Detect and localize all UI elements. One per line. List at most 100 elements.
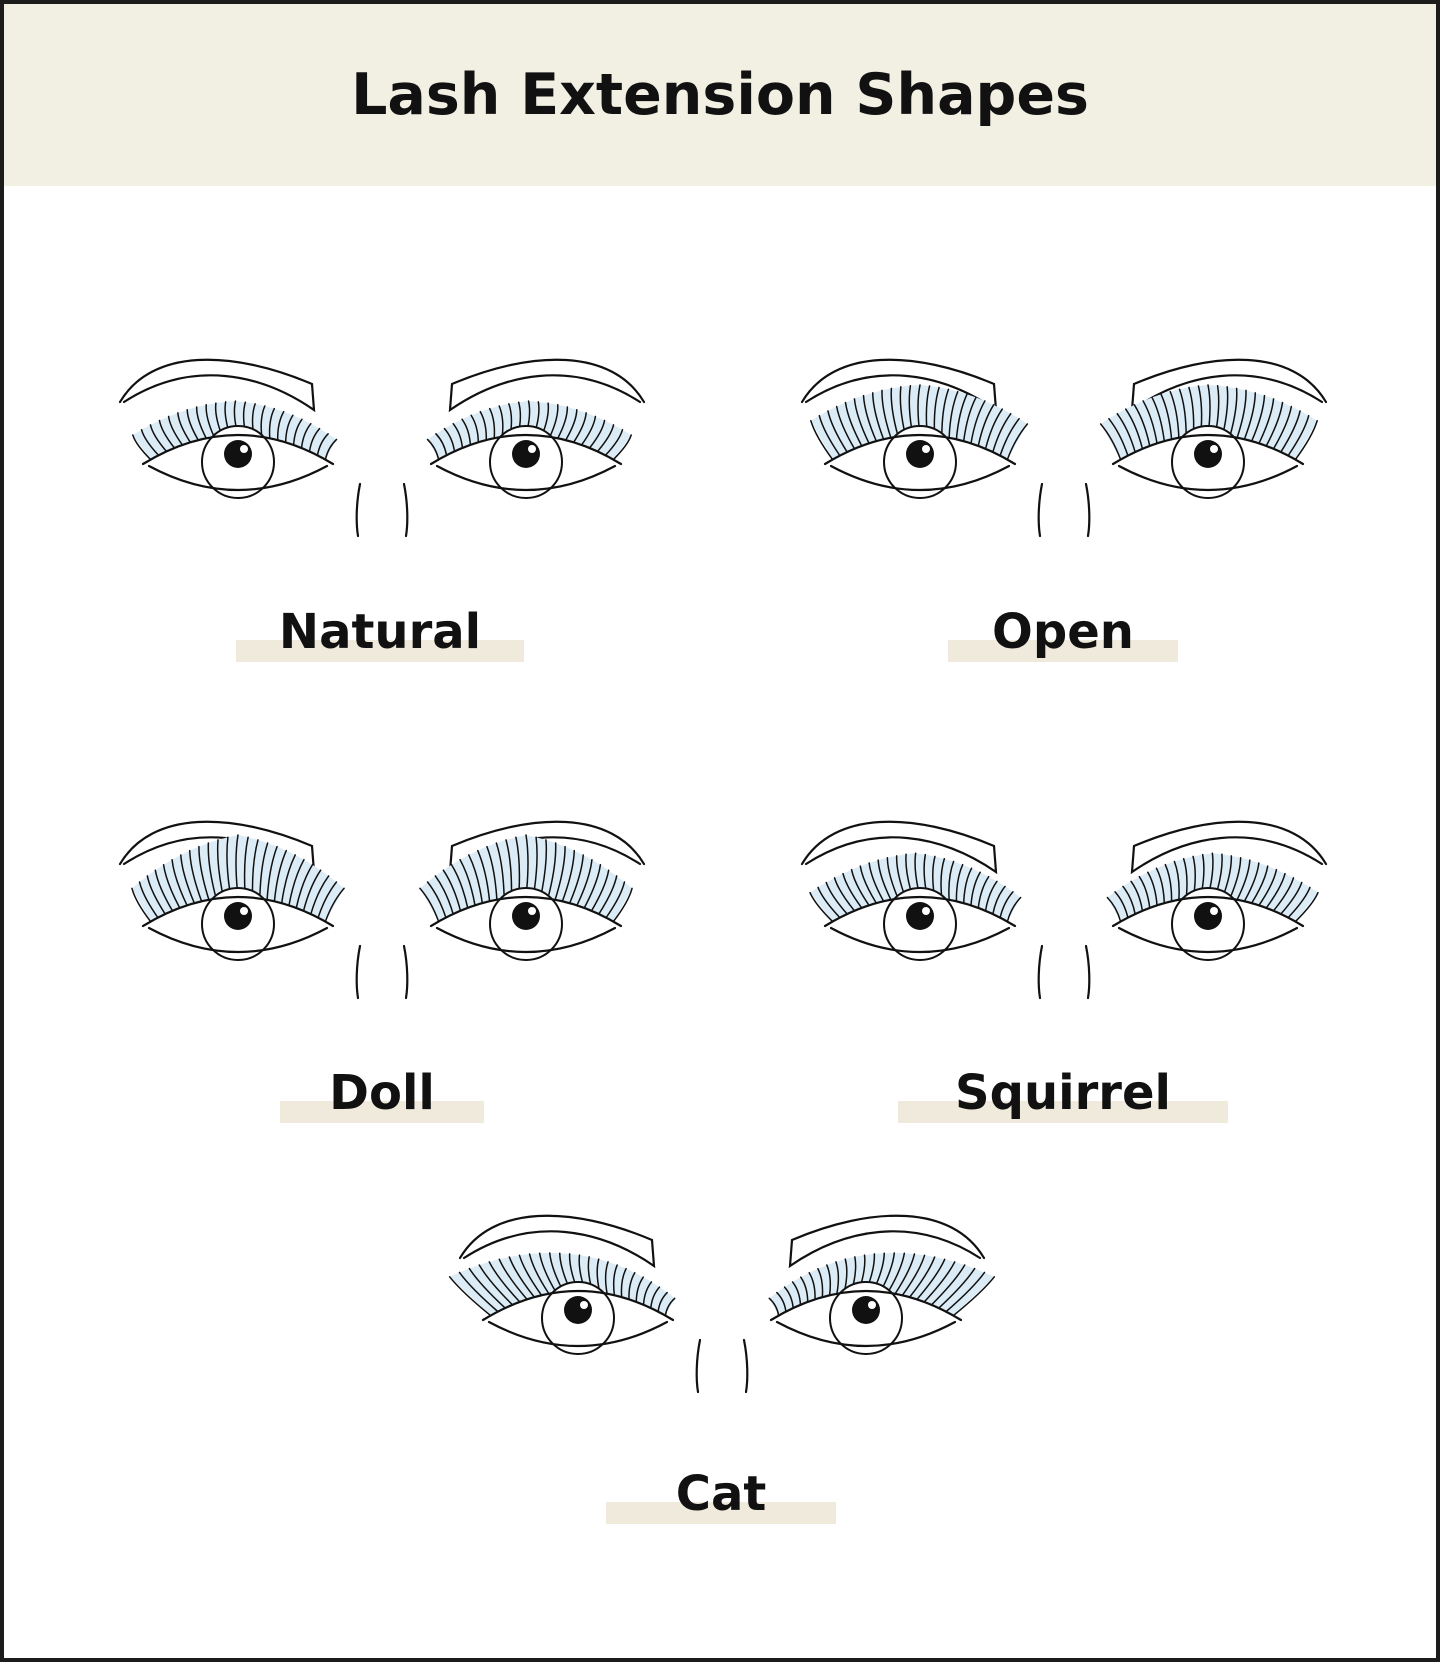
page-title: Lash Extension Shapes: [351, 62, 1089, 128]
eyelash: [605, 881, 626, 919]
eyelash: [826, 1264, 832, 1297]
pupil-highlight: [922, 445, 930, 453]
eyelash: [1250, 394, 1266, 442]
upper-eyelid: [1111, 896, 1305, 928]
eyelash: [835, 405, 856, 450]
eyelash: [468, 854, 484, 904]
pupil: [512, 440, 540, 468]
eye: [131, 834, 345, 961]
eye: [1099, 384, 1318, 499]
open-label-text: Open: [992, 604, 1134, 660]
eyelash: [324, 438, 338, 461]
title-banner: Lash Extension Shapes: [4, 4, 1436, 186]
eyelash: [1147, 871, 1158, 907]
pupil-highlight: [240, 445, 248, 453]
eyelash: [817, 886, 841, 919]
eyelash: [564, 408, 578, 441]
eyelash: [1258, 868, 1278, 907]
eyelash: [207, 842, 217, 900]
eyelash: [1294, 420, 1318, 461]
eyelash: [948, 860, 955, 901]
cat-label-text: Cat: [675, 1466, 767, 1522]
eyelash: [887, 1252, 906, 1294]
eyelash: [1280, 881, 1303, 915]
eyelash: [198, 845, 210, 901]
eyelash: [308, 427, 321, 453]
eyelash: [1164, 863, 1173, 903]
eyelash: [154, 869, 174, 912]
eyelash: [186, 408, 200, 441]
eye: [419, 834, 633, 961]
eyelash: [316, 433, 329, 457]
eyelash: [612, 434, 632, 461]
eyelash: [833, 877, 856, 912]
eyelash: [324, 887, 345, 923]
right-eyebrow: [1130, 820, 1328, 875]
pupil: [1194, 902, 1222, 930]
eyelash: [923, 1261, 956, 1303]
eye: [426, 400, 632, 499]
upper-eyelid: [429, 434, 623, 466]
natural-eyes-illustration: [118, 358, 646, 538]
eyelash: [1006, 896, 1022, 923]
eyelash: [292, 418, 303, 446]
right-eyebrow: [448, 820, 646, 875]
eyelash: [450, 864, 469, 909]
eyelash: [1236, 389, 1247, 439]
eyelash: [132, 434, 152, 461]
cat-eyes-illustration: [448, 1214, 996, 1394]
lower-eyelid: [1117, 926, 1299, 954]
eyelash: [478, 1264, 514, 1306]
squirrel-label-highlight: [898, 1101, 1228, 1123]
eyelash: [1006, 423, 1029, 461]
eyelash: [268, 407, 276, 439]
open-eyes-illustration: [800, 358, 1328, 538]
eyelash: [266, 845, 278, 901]
eyelash: [1151, 396, 1166, 442]
lower-eyelid: [775, 1320, 957, 1348]
eyelash: [1229, 857, 1242, 900]
eyelash: [162, 864, 181, 909]
nose-line-right: [402, 482, 409, 538]
eyelash: [1272, 405, 1293, 450]
eyelash: [479, 410, 488, 441]
eyelash: [1124, 408, 1144, 450]
pupil: [564, 1296, 592, 1324]
eyelash: [590, 869, 610, 912]
pupil-highlight: [868, 1301, 876, 1309]
upper-eyelid: [1111, 434, 1305, 466]
eyelash: [1133, 404, 1151, 447]
natural-label-highlight: [236, 640, 524, 662]
nose-line-left: [695, 1338, 702, 1394]
eyelash: [488, 407, 496, 439]
left-eyebrow: [458, 1214, 656, 1269]
eyelash: [528, 1253, 550, 1295]
eyelash: [434, 875, 454, 915]
eyelash: [1114, 891, 1129, 919]
lower-eyelid: [829, 464, 1011, 492]
nose-line-left: [355, 482, 362, 538]
eyelash: [970, 400, 986, 445]
doll-eyes-illustration: [118, 820, 646, 1000]
eyelash: [664, 1297, 676, 1317]
lower-eyelid: [487, 1320, 669, 1348]
eyelash: [776, 1291, 787, 1313]
eyelash: [538, 1252, 557, 1294]
pupil-highlight: [528, 445, 536, 453]
eyelash: [488, 1261, 521, 1303]
eyelash: [868, 862, 885, 903]
eyelash: [604, 1261, 609, 1295]
doll-label-text: Doll: [329, 1065, 435, 1121]
lash-volume: [769, 1252, 995, 1316]
eyelash: [495, 842, 505, 900]
eyelash: [146, 875, 166, 915]
eyelash: [612, 887, 633, 923]
eyelash: [1287, 414, 1310, 457]
eyelash: [167, 415, 184, 446]
eyelash: [862, 394, 878, 442]
pupil-highlight: [580, 1301, 588, 1309]
lower-eyelid: [435, 464, 617, 492]
upper-eyelid: [141, 896, 335, 928]
eyelash: [470, 414, 480, 444]
eyelash: [547, 842, 557, 900]
